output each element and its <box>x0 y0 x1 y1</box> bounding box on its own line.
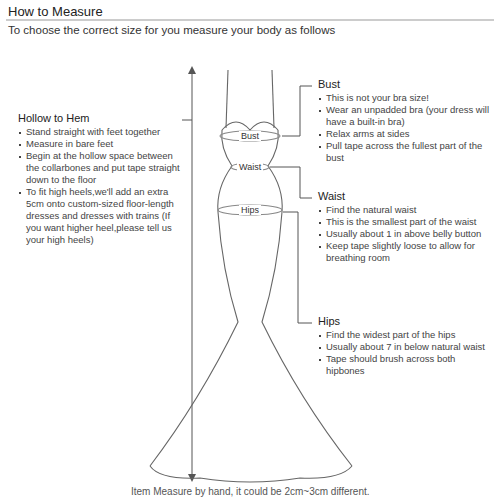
bullet-note: Wear an unpadded bra (your dress will ha… <box>318 104 496 128</box>
bullet-note: This is not your bra size! <box>318 92 496 104</box>
bullet-note: Relax arms at sides <box>318 128 496 140</box>
bullet-note: Pull tape across the fullest part of the… <box>318 140 496 164</box>
bullet-note: To fit high heels,we'll add an extra 5cm… <box>18 186 180 246</box>
note-group: To choose the correct size for you measu… <box>8 24 492 36</box>
bullet-note: Tape should brush across both hipbones <box>318 353 496 377</box>
bullet-note: Usually about 1 in above belly button <box>318 228 496 240</box>
part-label: Bust <box>239 131 261 141</box>
section-heading: Hollow to Hem <box>18 112 180 124</box>
subtitle: To choose the correct size for you measu… <box>8 24 492 36</box>
bullet-note: This is the smallest part of the waist <box>318 216 496 228</box>
bullet-note: Find the natural waist <box>318 204 496 216</box>
part-label: Waist <box>237 162 263 172</box>
section-heading: Bust <box>318 78 496 90</box>
note-group: Hollow to HemStand straight with feet to… <box>18 112 180 246</box>
bullet-note: Find the widest part of the hips <box>318 329 496 341</box>
bullet-note: Stand straight with feet together <box>18 126 180 138</box>
note-group: BustThis is not your bra size!Wear an un… <box>318 78 496 164</box>
caption: Item Measure by hand, it could be 2cm~3c… <box>131 486 370 497</box>
note-group: WaistFind the natural waistThis is the s… <box>318 190 496 264</box>
bullet-note: Measure in bare feet <box>18 138 180 150</box>
part-label: Hips <box>239 205 261 215</box>
title: How to Measure <box>8 4 103 19</box>
bullet-note: Keep tape slightly loose to allow for br… <box>318 240 496 264</box>
bullet-note: Usually about 7 in below natural waist <box>318 341 496 353</box>
section-heading: Hips <box>318 315 496 327</box>
section-heading: Waist <box>318 190 496 202</box>
note-group: HipsFind the widest part of the hipsUsua… <box>318 315 496 377</box>
bullet-note: Begin at the hollow space between the co… <box>18 150 180 186</box>
